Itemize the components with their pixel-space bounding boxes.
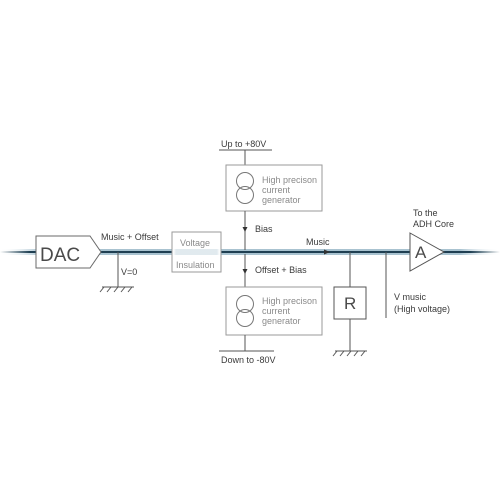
main-signal-line xyxy=(0,249,500,255)
music-offset-label: Music + Offset xyxy=(101,232,159,242)
resistor-label: R xyxy=(344,294,356,313)
current-source-icon xyxy=(236,295,254,327)
offset-bias-label: Offset + Bias xyxy=(255,265,307,275)
offset-bias-connector xyxy=(242,254,248,287)
current-source-icon xyxy=(236,172,254,204)
dac-block: DAC xyxy=(35,235,102,269)
top-gen-line3: generator xyxy=(262,195,301,205)
music-label: Music xyxy=(306,237,330,247)
offset-bias-arrow-icon xyxy=(242,269,248,274)
v-zero-ground xyxy=(99,252,134,293)
resistor-box xyxy=(333,286,367,320)
music-arrow xyxy=(324,249,330,255)
resistor-ground xyxy=(332,350,367,357)
amplifier-label: A xyxy=(415,243,427,262)
dac-label: DAC xyxy=(40,245,80,266)
insulation-line1: Voltage xyxy=(180,238,210,248)
top-current-generator: High precison current generator xyxy=(225,164,323,212)
top-gen-line2: current xyxy=(262,185,291,195)
bias-arrow-icon xyxy=(242,227,248,232)
top-gen-line1: High precison xyxy=(262,175,317,185)
v-music-label-line2: (High voltage) xyxy=(394,304,450,314)
bias-connector xyxy=(242,211,248,250)
amplifier-triangle-icon xyxy=(409,232,446,272)
voltage-insulation-box: Voltage Insulation xyxy=(171,231,222,273)
amplifier-dest-line1: To the xyxy=(413,208,438,218)
resistor-branch: R xyxy=(332,252,367,357)
bottom-gen-line1: High precison xyxy=(262,296,317,306)
top-supply xyxy=(219,149,272,165)
music-arrow-icon xyxy=(324,249,330,255)
bottom-current-generator: High precison current generator xyxy=(225,286,323,336)
v-zero-label: V=0 xyxy=(121,267,137,277)
amplifier-dest-line2: ADH Core xyxy=(413,219,454,229)
bottom-gen-line2: current xyxy=(262,306,291,316)
amplifier-block: A xyxy=(409,232,446,272)
bottom-supply-label: Down to -80V xyxy=(221,355,276,365)
bias-label: Bias xyxy=(255,224,273,234)
v-music-label-line1: V music xyxy=(394,292,427,302)
insulation-line2: Insulation xyxy=(176,260,215,270)
top-supply-label: Up to +80V xyxy=(221,139,266,149)
bottom-supply xyxy=(219,335,274,352)
bottom-gen-line3: generator xyxy=(262,316,301,326)
